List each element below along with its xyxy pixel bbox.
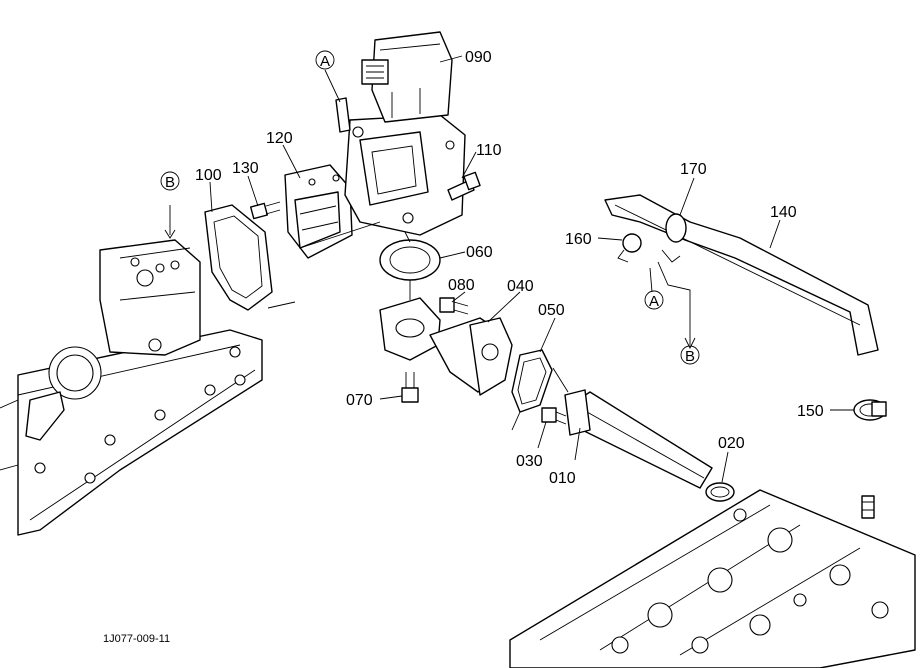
callout-080: 080	[448, 277, 475, 294]
bolt-070	[401, 372, 419, 403]
callout-020: 020	[718, 435, 745, 452]
fitting	[861, 495, 875, 519]
callout-100: 100	[195, 167, 222, 184]
cooler-120	[284, 164, 353, 259]
bolt-130	[249, 201, 281, 220]
ref-b-left: B	[165, 174, 175, 191]
callout-010: 010	[549, 470, 576, 487]
ref-a-right: A	[649, 293, 659, 310]
ref-b-right: B	[685, 348, 695, 365]
oring-020	[705, 482, 735, 502]
callout-030: 030	[516, 453, 543, 470]
cylinder-head	[509, 489, 916, 668]
leader-lines	[209, 55, 854, 483]
callout-050: 050	[538, 302, 565, 319]
clamp-160	[617, 233, 642, 263]
egr-valve-090	[335, 31, 466, 236]
pipe-040	[379, 297, 513, 396]
tube-010	[564, 389, 713, 489]
callout-090: 090	[465, 49, 492, 66]
gasket-060	[379, 239, 441, 281]
callout-160: 160	[565, 231, 592, 248]
callout-170: 170	[680, 161, 707, 178]
intake-manifold	[0, 239, 263, 536]
bolt-110	[447, 171, 481, 201]
callout-070: 070	[346, 392, 373, 409]
callouts: 090 110 120 130 100 060 080 040 050 070 …	[195, 49, 824, 487]
assembly-lines	[164, 69, 696, 431]
clamp-170	[661, 213, 687, 263]
callout-040: 040	[507, 278, 534, 295]
gasket-100	[204, 204, 273, 311]
ref-a-top: A	[320, 53, 330, 70]
clamp-150	[853, 399, 887, 421]
figure-caption: 1J077-009-11	[103, 633, 170, 645]
gasket-050	[511, 349, 553, 413]
hose-140	[604, 194, 879, 356]
callout-120: 120	[266, 130, 293, 147]
bolt-080	[439, 297, 469, 315]
callout-130: 130	[232, 160, 259, 177]
reference-markers: A B A B	[160, 50, 700, 365]
bolt-030	[541, 407, 567, 425]
callout-140: 140	[770, 204, 797, 221]
callout-110: 110	[476, 142, 502, 159]
callout-150: 150	[797, 403, 824, 420]
callout-060: 060	[466, 244, 493, 261]
